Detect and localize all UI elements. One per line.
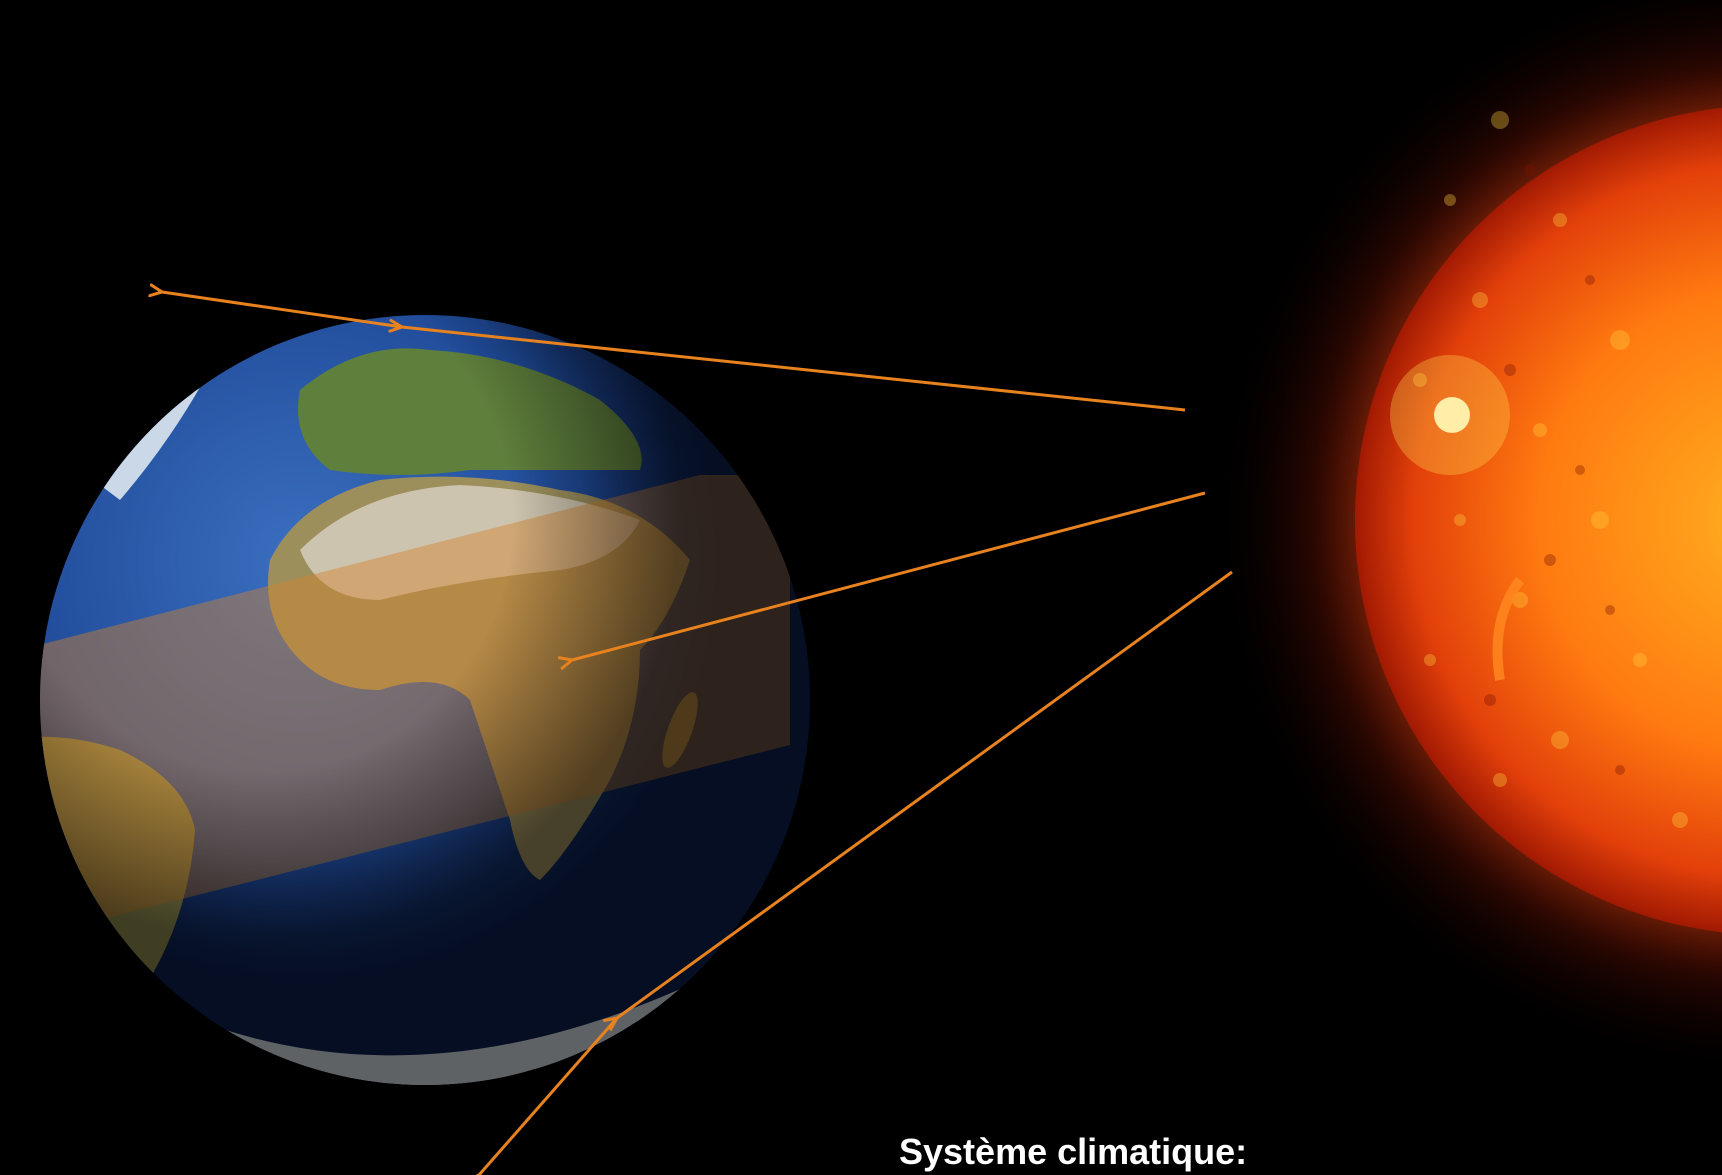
diagram-caption: Système climatique: [899,1131,1248,1172]
sun [1210,0,1722,1078]
earth [40,315,810,1085]
ray-equator-absorbed [572,491,1206,660]
solar-rays [162,292,1233,1175]
ray-south-incoming [617,570,1233,1018]
ray-south-reflected [479,1017,619,1175]
ray-north-reflected [162,292,403,329]
ray-north-incoming [402,327,1186,412]
